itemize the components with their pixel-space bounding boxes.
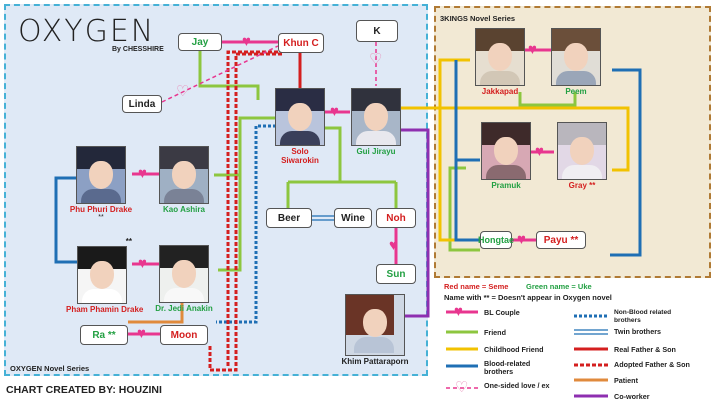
node-jay: Jay [178, 33, 222, 51]
pham-name: Pham Phamin Drake [66, 305, 144, 314]
edge-linda-khunc [161, 45, 279, 103]
person-solo: Solo Siwarokin [274, 88, 326, 165]
node-ra: Ra ** [80, 325, 128, 345]
legend-note-seme: Red name = Seme [444, 282, 509, 291]
node-sun: Sun [376, 264, 416, 284]
legend-label-onesided: One-sided love / ex [484, 381, 550, 390]
khim-name: Khim Pattaraporn [341, 357, 409, 366]
legend-note-asterisk: Name with ** = Doesn't appear in Oxygen … [444, 293, 612, 302]
couple-heart-icon: ♥ [138, 165, 147, 182]
edge-jakkapad-peem [518, 92, 577, 107]
couple-heart-icon: ♥ [535, 143, 544, 160]
jedi-name: Dr. Jedi Anakin [155, 304, 213, 313]
node-khun-c: Khun C [278, 33, 324, 53]
solo-portrait [275, 88, 325, 146]
blood-brother-edges [54, 60, 642, 264]
legend-label-patient: Patient [614, 376, 638, 385]
node-moon: Moon [160, 325, 208, 345]
node-beer: Beer [266, 208, 312, 228]
peem-name: Peem [565, 87, 587, 96]
jakkapad-name: Jakkapad [481, 87, 519, 96]
node-linda: Linda [122, 95, 162, 113]
adopted-father-edges [208, 50, 282, 372]
kao-portrait [159, 146, 209, 204]
person-peem: Peem [548, 28, 604, 96]
chart-credit: CHART CREATED BY: HOUZINI [6, 384, 162, 396]
couple-heart-icon: ♥ [330, 103, 339, 120]
person-kao: Kao Ashira [156, 146, 212, 214]
person-khim: Khim Pattaraporn [340, 294, 410, 366]
node-noh: Noh [376, 208, 416, 228]
edge-khunc-moon-2 [208, 52, 282, 372]
edge-3k-blue3 [610, 68, 642, 257]
gray-name: Gray ** [568, 181, 596, 190]
phu-name: Phu Phuri Drake [69, 205, 133, 214]
couple-heart-icon: ♥ [389, 237, 398, 254]
legend-label-twin: Twin brothers [614, 327, 661, 336]
gui-portrait [351, 88, 401, 146]
peem-portrait [551, 28, 601, 86]
one-sided-heart-icon: ♡ [176, 83, 190, 100]
one-sided-heart-icon: ♡ [369, 51, 383, 68]
legend-heart-icon: ♥ [454, 303, 463, 320]
logo-byline: By CHESSHIRE [112, 46, 164, 53]
couple-edges [128, 40, 554, 336]
person-pramuk: Pramuk [478, 122, 534, 190]
node-payu: Payu ** [536, 231, 586, 249]
legend-label-couple: BL Couple [484, 308, 520, 317]
three-kings-series-label: 3KINGS Novel Series [440, 14, 516, 23]
couple-heart-icon: ♥ [242, 33, 251, 50]
couple-heart-icon: ♥ [137, 325, 146, 342]
coworker-edges [390, 128, 430, 318]
person-jakkapad: Jakkapad [472, 28, 528, 96]
solo-name: Solo Siwarokin [281, 147, 319, 165]
twin-edges [312, 215, 334, 221]
edge-3k-right [440, 106, 630, 172]
edge-pramuk-3k [448, 166, 480, 252]
person-gui: Gui Jirayu [346, 88, 406, 156]
phu-portrait [76, 146, 126, 204]
jedi-portrait [159, 245, 209, 303]
kao-name: Kao Ashira [163, 205, 205, 214]
person-jedi: Dr. Jedi Anakin [154, 236, 214, 313]
phu-asterisk: ** [98, 214, 104, 221]
pham-portrait [77, 246, 127, 304]
legend-label-adopted: Adopted Father & Son [614, 360, 690, 369]
legend-label-blood: Blood-related brothers [484, 359, 531, 376]
person-gray: Gray ** [552, 122, 612, 190]
khim-portrait [345, 294, 405, 356]
edge-gui-khim [390, 128, 430, 318]
jakkapad-portrait [475, 28, 525, 86]
gui-name: Gui Jirayu [356, 147, 396, 156]
couple-heart-icon: ♥ [517, 231, 526, 248]
couple-heart-icon: ♥ [528, 41, 537, 58]
person-pham: ** Pham Phamin Drake [66, 236, 144, 314]
node-hongtae: Hongtae [478, 231, 514, 249]
gray-portrait [557, 122, 607, 180]
edge-3k-blue2 [454, 160, 480, 242]
couple-heart-icon: ♥ [138, 255, 147, 272]
legend-label-realfather: Real Father & Son [614, 345, 676, 354]
legend-swatches [446, 310, 608, 398]
pramuk-portrait [481, 122, 531, 180]
edge-khunc-moon [226, 50, 278, 366]
oxygen-logo: OXYGEN [18, 14, 156, 49]
legend-label-childhood: Childhood Friend [484, 345, 544, 354]
one-sided-edges [161, 42, 377, 103]
legend-note-uke: Green name = Uke [526, 282, 592, 291]
edge-gui-hub [320, 126, 342, 168]
person-phu: Phu Phuri Drake ** [68, 146, 134, 221]
legend-label-nonblood: Non-Blood related brothers [614, 309, 672, 324]
edge-phu-pham [54, 176, 82, 264]
oxygen-series-label: OXYGEN Novel Series [10, 364, 90, 373]
legend-label-coworker: Co-worker [614, 392, 650, 401]
legend-label-friend: Friend [484, 328, 506, 337]
pham-asterisk: ** [125, 237, 132, 246]
node-k: K [356, 20, 398, 42]
pramuk-name: Pramuk [491, 181, 521, 190]
node-wine: Wine [334, 208, 372, 228]
legend-hollow-heart-icon: ♡ [455, 379, 469, 396]
